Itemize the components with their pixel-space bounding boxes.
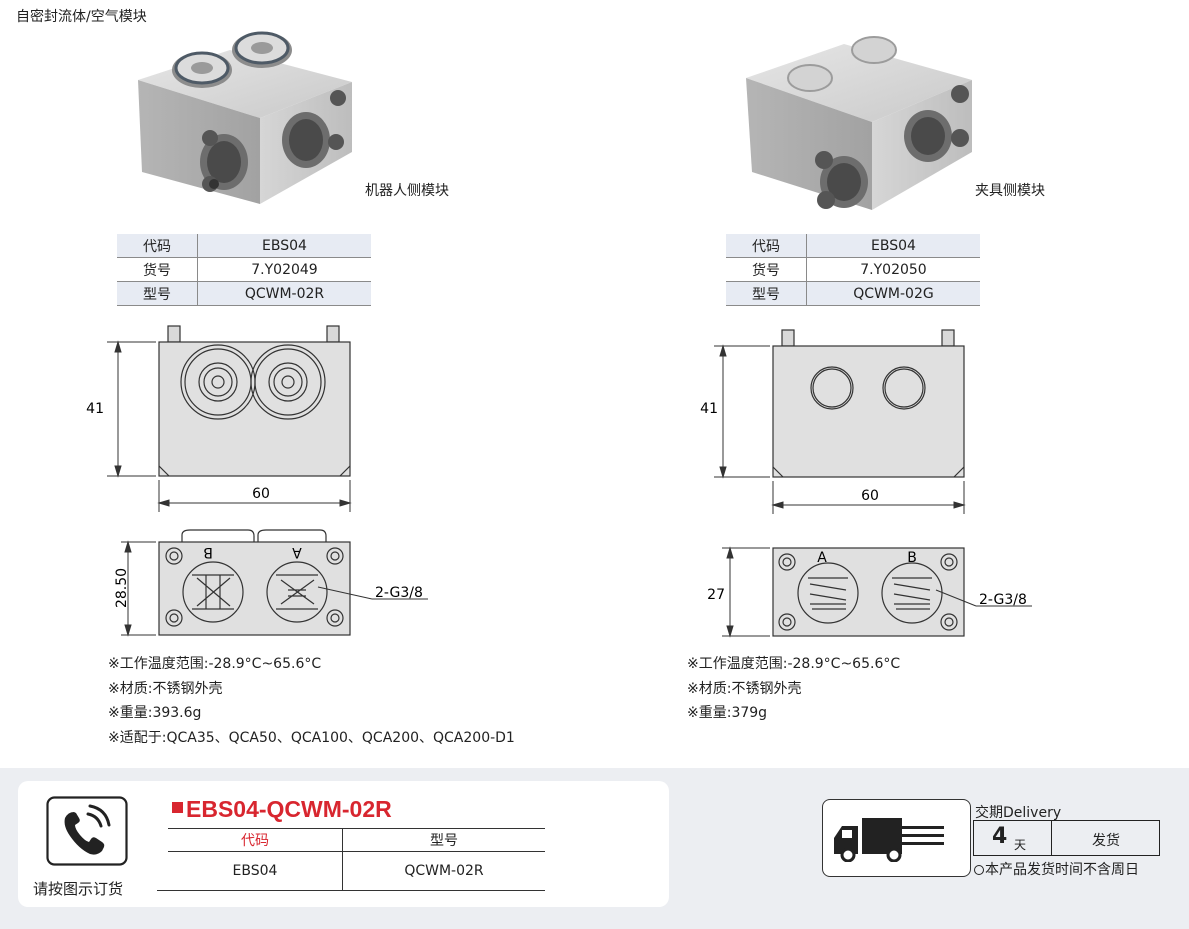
dimension-lines [714, 344, 966, 514]
robot-side-label: 机器人侧模块 [365, 183, 449, 199]
order-header-model: 型号 [342, 828, 545, 852]
port-thread-callout: 2-G3/8 [375, 585, 423, 601]
order-code-bullet [172, 802, 183, 813]
port-a-marking: A [817, 550, 827, 566]
delivery-box [973, 820, 1160, 856]
top-view [772, 547, 965, 637]
tool-side-notes: ※工作温度范围:-28.9°C~65.6°C ※材质:不锈钢外壳 ※重量:379… [687, 652, 900, 726]
width-dimension: 60 [252, 486, 270, 502]
tool-side-label: 夹具侧模块 [975, 183, 1045, 199]
order-table: 代码 型号 EBS04 QCWM-02R [168, 828, 545, 890]
depth-dimension: 27 [707, 587, 725, 603]
spec-row-model: 型号 QCWM-02R [117, 281, 371, 306]
height-dimension: 41 [700, 401, 718, 417]
spec-row-model: 型号 QCWM-02G [726, 281, 980, 306]
port-a-marking: A [292, 544, 302, 560]
port-b-marking: B [203, 544, 213, 560]
tool-side-drawing: 41 60 A B 27 2-G3/8 [700, 329, 1032, 638]
depth-dimension: 28.50 [114, 568, 130, 608]
port-thread-callout: 2-G3/8 [979, 592, 1027, 608]
note-weight: ※重量:379g [687, 705, 768, 721]
note-material: ※材质:不锈钢外壳 [687, 680, 802, 697]
order-hint: 请按图示订货 [33, 880, 124, 898]
phone-icon [46, 796, 128, 866]
spec-row-item-no: 货号 7.Y02050 [726, 257, 980, 282]
order-code: EBS04-QCWM-02R [186, 796, 392, 822]
order-header-code: 代码 [168, 828, 343, 852]
depth-dimension-lines [722, 546, 1032, 638]
robot-side-drawing: 41 60 B A 28.50 2-G3/8 [86, 325, 428, 637]
port-b-marking: B [907, 550, 917, 566]
note-material: ※材质:不锈钢外壳 [108, 680, 223, 697]
delivery-title: 交期Delivery [975, 805, 1062, 821]
note-temperature: ※工作温度范围:-28.9°C~65.6°C [108, 656, 322, 672]
height-dimension: 41 [86, 401, 104, 417]
note-compatibility: ※适配于:QCA35、QCA50、QCA100、QCA200、QCA200-D1 [108, 729, 515, 746]
truck-icon [834, 818, 944, 862]
robot-side-spec-table: 代码 EBS04 货号 7.Y02049 型号 QCWM-02R [117, 234, 371, 306]
note-temperature: ※工作温度范围:-28.9°C~65.6°C [687, 656, 901, 672]
page-title: 自密封流体/空气模块 [16, 9, 147, 25]
front-view [772, 329, 965, 478]
delivery-note-bullet [974, 865, 984, 875]
delivery-days: 4 [992, 824, 1008, 849]
tool-side-module-photo [746, 36, 972, 210]
order-value-model: QCWM-02R [404, 862, 484, 879]
spec-row-item-no: 货号 7.Y02049 [117, 257, 371, 282]
delivery-note: 本产品发货时间不含周日 [985, 862, 1139, 878]
delivery-box-divider [1051, 821, 1052, 855]
front-view [158, 325, 351, 477]
tool-side-spec-table: 代码 EBS04 货号 7.Y02050 型号 QCWM-02G [726, 234, 980, 306]
order-hint-underline [157, 890, 545, 891]
top-view [158, 529, 351, 636]
width-dimension: 60 [861, 488, 879, 504]
dimension-lines [107, 340, 352, 512]
spec-row-code: 代码 EBS04 [726, 234, 980, 258]
delivery-action: 发货 [1092, 833, 1120, 849]
robot-side-notes: ※工作温度范围:-28.9°C~65.6°C ※材质:不锈钢外壳 ※重量:393… [108, 652, 515, 750]
delivery-unit: 天 [1014, 838, 1027, 852]
order-value-code: EBS04 [168, 851, 343, 890]
spec-row-code: 代码 EBS04 [117, 234, 371, 258]
note-weight: ※重量:393.6g [108, 705, 202, 721]
depth-dimension-lines [121, 540, 428, 637]
robot-side-module-photo [138, 31, 352, 204]
